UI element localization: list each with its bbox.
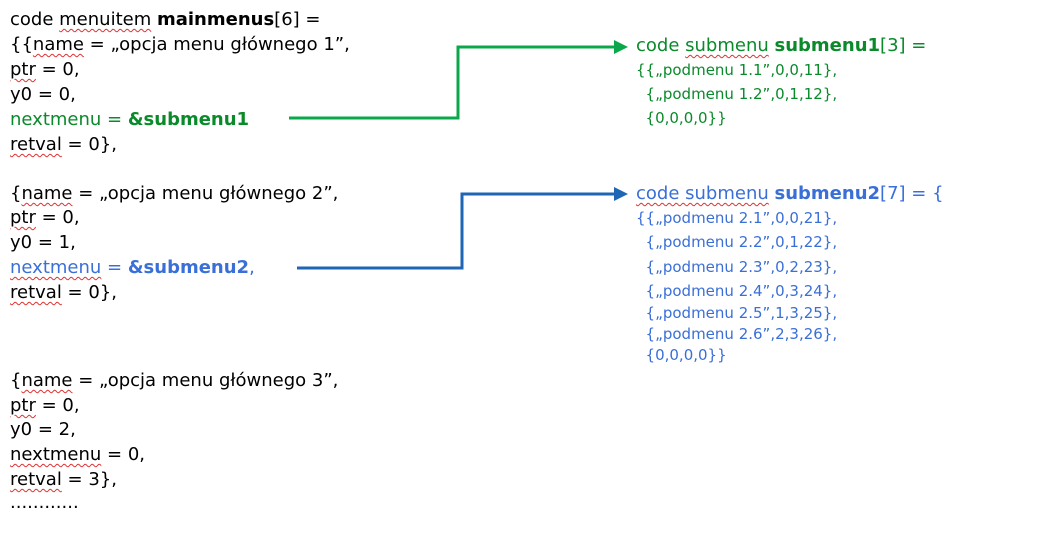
arrow-line-green xyxy=(289,45,616,120)
field-value: = 0}, xyxy=(61,282,117,303)
field-key: name xyxy=(32,34,84,55)
array-size: [7] = { xyxy=(880,183,944,204)
item1-nextmenu-line: nextmenu = &submenu1 xyxy=(10,111,249,129)
item2-nextmenu-line: nextmenu = &submenu2, xyxy=(10,259,255,277)
item1-retval-line: retval = 0}, xyxy=(10,136,117,154)
array-size: [6] = xyxy=(274,9,321,30)
submenu2-row: {„podmenu 2.3”,0,2,23}, xyxy=(636,258,838,276)
field-key: ptr xyxy=(10,395,36,416)
item3-retval-line: retval = 3}, xyxy=(10,471,117,489)
submenu-reference: &submenu1 xyxy=(127,109,250,130)
submenu2-row: {„podmenu 2.4”,0,3,24}, xyxy=(636,282,838,300)
item2-ptr-line: ptr = 0, xyxy=(10,209,80,227)
field-key: nextmenu xyxy=(10,109,102,130)
code-keyword: code xyxy=(636,183,686,204)
field-key: retval xyxy=(10,282,62,303)
submenu1-row: {0,0,0,0}} xyxy=(636,109,727,127)
submenu2-row: {„podmenu 2.6”,2,3,26}, xyxy=(636,325,838,343)
field-key: retval xyxy=(10,134,62,155)
type-keyword: submenu xyxy=(685,183,769,204)
array-name: mainmenus xyxy=(156,9,275,30)
field-value: = 0}, xyxy=(61,134,117,155)
equals: = xyxy=(101,109,128,130)
equals: = xyxy=(101,257,128,278)
item1-name-line: {{name = „opcja menu głównego 1”, xyxy=(10,36,350,54)
arrow-line-blue xyxy=(297,192,616,270)
submenu2-row: {{„podmenu 2.1”,0,0,21}, xyxy=(636,209,838,227)
item2-retval-line: retval = 0}, xyxy=(10,284,117,302)
submenu-reference: &submenu2 xyxy=(127,257,250,278)
array-name: submenu2 xyxy=(774,183,881,204)
field-value: = „opcja menu głównego 3”, xyxy=(72,370,339,391)
field-key: name xyxy=(21,370,73,391)
type-keyword: submenu xyxy=(685,35,769,56)
submenu1-row: {{„podmenu 1.1”,0,0,11}, xyxy=(636,61,838,79)
item3-ptr-line: ptr = 0, xyxy=(10,397,80,415)
code-keyword: code xyxy=(10,9,60,30)
brace: { xyxy=(10,183,22,204)
submenu2-header: code submenu submenu2[7] = { xyxy=(636,185,944,203)
submenu1-header: code submenu submenu1[3] = xyxy=(636,37,926,55)
field-key: ptr xyxy=(10,207,36,228)
field-key: nextmenu xyxy=(10,257,102,278)
code-keyword: code xyxy=(636,35,686,56)
array-name: submenu1 xyxy=(774,35,881,56)
field-key: retval xyxy=(10,469,62,490)
item3-name-line: {name = „opcja menu głównego 3”, xyxy=(10,372,338,390)
field-value: = 0, xyxy=(35,395,80,416)
field-key: ptr xyxy=(10,59,36,80)
arrowhead-blue xyxy=(614,187,628,201)
submenu2-row: {„podmenu 2.5”,1,3,25}, xyxy=(636,304,838,322)
field-value: = 3}, xyxy=(61,469,117,490)
field-value: = 0, xyxy=(35,59,80,80)
ellipsis: ............ xyxy=(10,492,79,513)
field-value: = 0, xyxy=(35,207,80,228)
mainmenus-header: code menuitem mainmenus[6] = xyxy=(10,11,320,29)
item2-y0-line: y0 = 1, xyxy=(10,232,76,253)
submenu2-row: {0,0,0,0}} xyxy=(636,346,727,364)
field-key: nextmenu xyxy=(10,444,102,465)
arrowhead-green xyxy=(614,40,628,54)
submenu1-row: {„podmenu 1.2”,0,1,12}, xyxy=(636,85,838,103)
type-keyword: menuitem xyxy=(59,9,152,30)
item3-nextmenu-line: nextmenu = 0, xyxy=(10,446,145,464)
field-key: name xyxy=(21,183,73,204)
item1-ptr-line: ptr = 0, xyxy=(10,61,80,79)
field-value: = „opcja menu głównego 1”, xyxy=(83,34,350,55)
comma: , xyxy=(249,257,255,278)
submenu2-row: {„podmenu 2.2”,0,1,22}, xyxy=(636,233,838,251)
arrow-submenu2 xyxy=(297,187,628,270)
brace: {{ xyxy=(10,34,33,55)
arrow-submenu1 xyxy=(289,40,628,120)
item3-y0-line: y0 = 2, xyxy=(10,419,76,440)
array-size: [3] = xyxy=(880,35,927,56)
item2-name-line: {name = „opcja menu głównego 2”, xyxy=(10,185,338,203)
field-value: = „opcja menu głównego 2”, xyxy=(72,183,339,204)
brace: { xyxy=(10,370,22,391)
item1-y0-line: y0 = 0, xyxy=(10,84,76,105)
field-value: = 0, xyxy=(101,444,146,465)
